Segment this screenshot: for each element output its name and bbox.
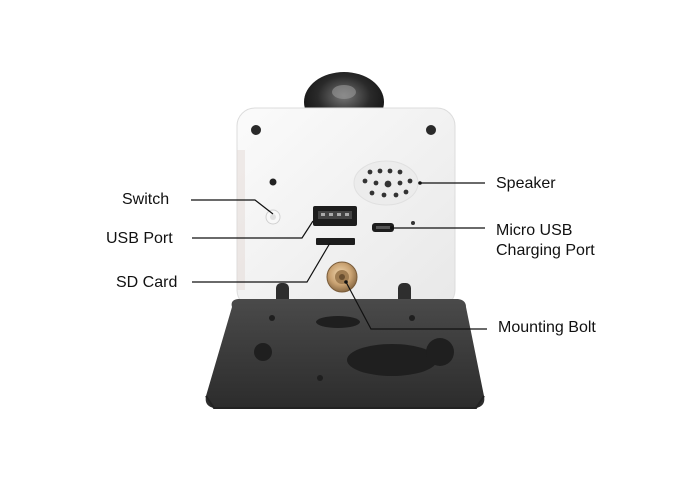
micro-usb-port	[372, 221, 415, 232]
label-speaker: Speaker	[496, 175, 556, 192]
callout-line-mounting-bolt	[345, 281, 487, 330]
callout-line-usb-port	[192, 220, 314, 239]
callout-line-sd-card	[192, 242, 331, 283]
label-micro-usb-line2: Charging Port	[496, 242, 595, 259]
label-sd-card: SD Card	[116, 274, 178, 291]
callout-line-switch	[191, 199, 274, 215]
label-mounting-bolt: Mounting Bolt	[498, 319, 596, 336]
label-switch: Switch	[122, 191, 170, 208]
label-micro-usb-line1: Micro USB	[496, 222, 573, 239]
usb-port	[313, 206, 357, 226]
callout-dots	[344, 181, 422, 284]
mounting-bolt	[326, 261, 358, 293]
power-switch	[265, 178, 281, 225]
speaker-grille	[353, 160, 419, 206]
label-usb-port: USB Port	[106, 230, 173, 247]
mounting-bracket	[205, 299, 485, 409]
sd-card-slot	[316, 238, 355, 245]
label-micro-usb-charging-port: Micro USB Charging Port	[496, 221, 595, 261]
callout-lines	[191, 182, 487, 330]
